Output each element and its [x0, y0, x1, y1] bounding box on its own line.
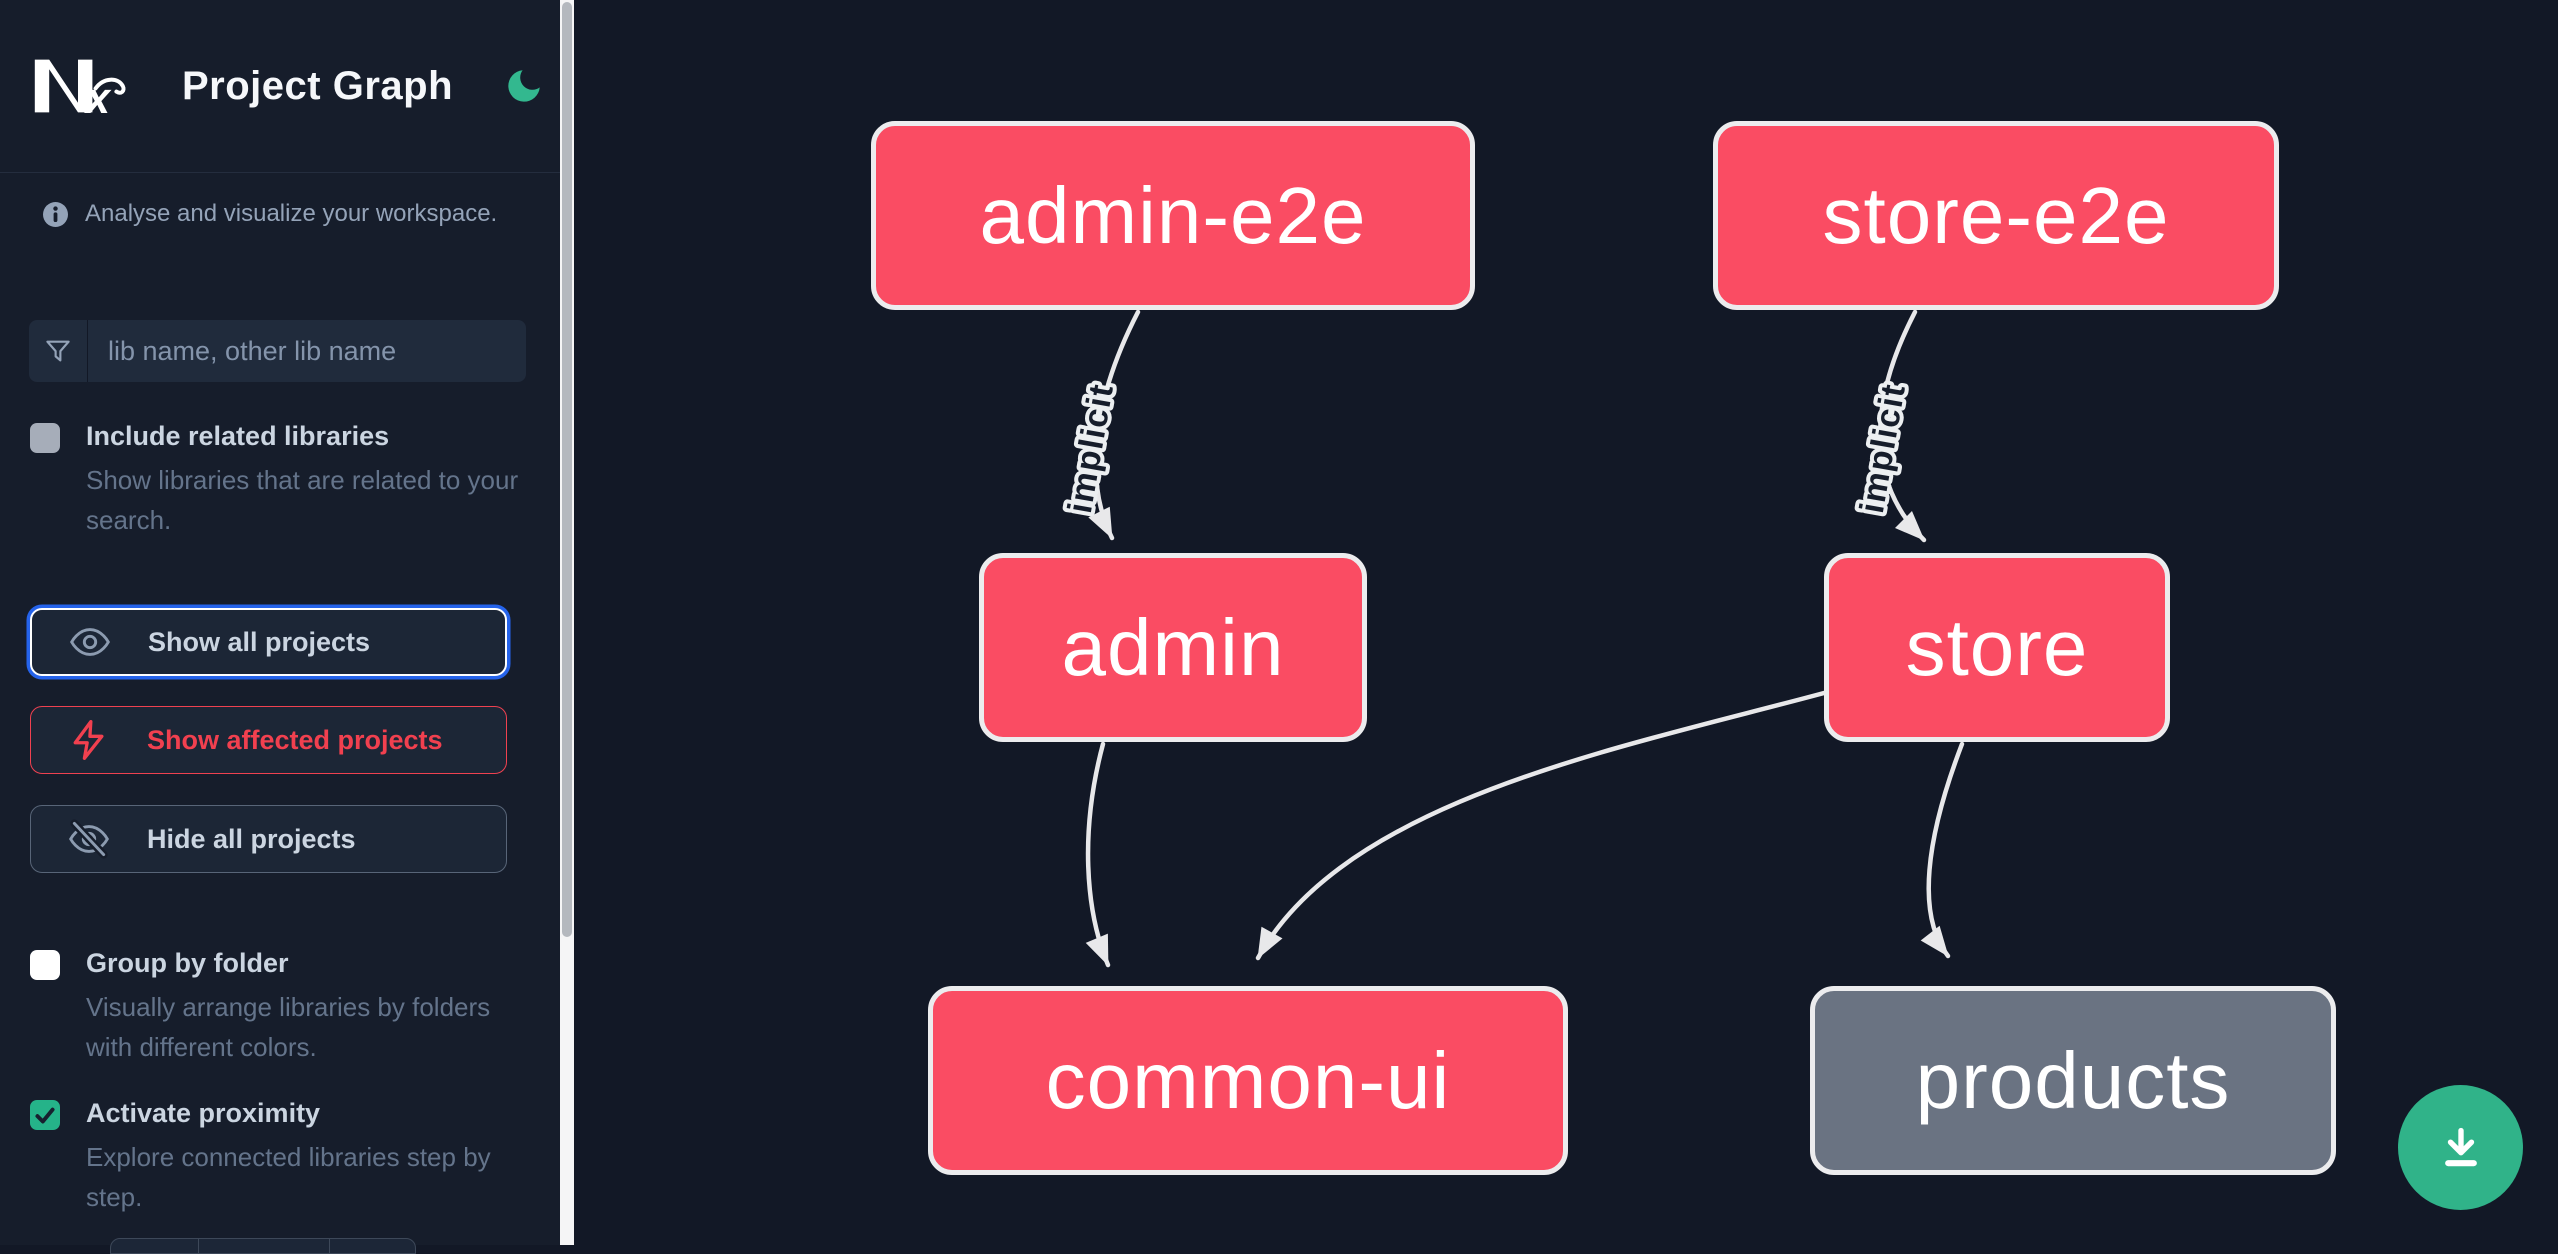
download-graph-button[interactable]	[2398, 1085, 2523, 1210]
hide-all-projects-button[interactable]: Hide all projects	[30, 805, 507, 873]
lightning-icon	[67, 718, 111, 762]
button-label: Show all projects	[148, 626, 371, 657]
graph-node-admin[interactable]: admin	[979, 553, 1367, 742]
search-input[interactable]	[88, 320, 526, 382]
edge-store-products	[1920, 741, 1965, 959]
eye-icon	[68, 620, 112, 664]
group-by-folder-checkbox[interactable]	[30, 950, 60, 980]
sidebar-scrollbar-track[interactable]	[560, 0, 574, 1245]
theme-toggle-moon-icon[interactable]	[503, 65, 545, 107]
node-label: store	[1905, 602, 2089, 692]
eye-off-icon	[67, 817, 111, 861]
option-label: Group by folder	[86, 948, 289, 978]
option-activate-proximity: Activate proximity Explore connected lib…	[30, 1098, 538, 1217]
info-icon	[42, 201, 69, 228]
sidebar: x Project Graph Analyse and visualize yo…	[0, 0, 560, 1254]
funnel-icon	[29, 320, 88, 382]
nx-logo: x	[30, 54, 126, 118]
option-description: Visually arrange libraries by folders wi…	[86, 992, 491, 1062]
node-label: store-e2e	[1822, 170, 2170, 260]
graph-node-common-ui[interactable]: common-ui	[928, 986, 1568, 1175]
segment-3[interactable]	[330, 1239, 415, 1253]
app-header: x Project Graph	[0, 0, 560, 173]
option-group-by-folder: Group by folder Visually arrange librari…	[30, 948, 538, 1067]
graph-node-store-e2e[interactable]: store-e2e	[1713, 121, 2279, 310]
node-label: admin	[1061, 602, 1285, 692]
edge-store-e2e-store	[1877, 309, 1927, 543]
edge-label-implicit-right: implicit	[1853, 380, 1913, 516]
info-text: Analyse and visualize your workspace.	[85, 200, 498, 227]
edge-label-implicit-left: implicit	[1061, 380, 1121, 516]
activate-proximity-checkbox[interactable]	[30, 1100, 60, 1130]
option-label: Activate proximity	[86, 1098, 321, 1128]
node-label: products	[1915, 1035, 2231, 1125]
node-label: admin-e2e	[979, 170, 1367, 260]
graph-node-admin-e2e[interactable]: admin-e2e	[871, 121, 1475, 310]
segment-1[interactable]	[111, 1239, 199, 1253]
option-description: Explore connected libraries step by step…	[86, 1142, 491, 1212]
show-all-projects-button[interactable]: Show all projects	[30, 608, 507, 676]
graph-node-store[interactable]: store	[1824, 553, 2170, 742]
option-include-related: Include related libraries Show libraries…	[30, 421, 538, 540]
edge-admin-common-ui	[1085, 741, 1111, 968]
include-related-checkbox[interactable]	[30, 423, 60, 453]
svg-text:x: x	[84, 75, 112, 118]
option-description: Show libraries that are related to your …	[86, 465, 519, 535]
sidebar-scrollbar-thumb[interactable]	[562, 2, 572, 937]
depth-segmented-control[interactable]	[110, 1238, 416, 1254]
option-label: Include related libraries	[86, 421, 390, 451]
graph-node-products[interactable]: products	[1810, 986, 2336, 1175]
download-icon	[2433, 1120, 2489, 1176]
button-label: Hide all projects	[147, 823, 356, 854]
checkmark-icon	[32, 1102, 58, 1128]
button-label: Show affected projects	[147, 724, 443, 755]
show-affected-projects-button[interactable]: Show affected projects	[30, 706, 507, 774]
edge-admin-e2e-admin	[1088, 309, 1141, 541]
search-box	[29, 320, 526, 382]
segment-2[interactable]	[199, 1239, 330, 1253]
workspace-info: Analyse and visualize your workspace.	[42, 200, 497, 228]
node-label: common-ui	[1045, 1035, 1451, 1125]
page-title: Project Graph	[182, 63, 454, 108]
graph-canvas[interactable]: implicit implicit admin-e2e store-e2e ad…	[574, 0, 2558, 1245]
